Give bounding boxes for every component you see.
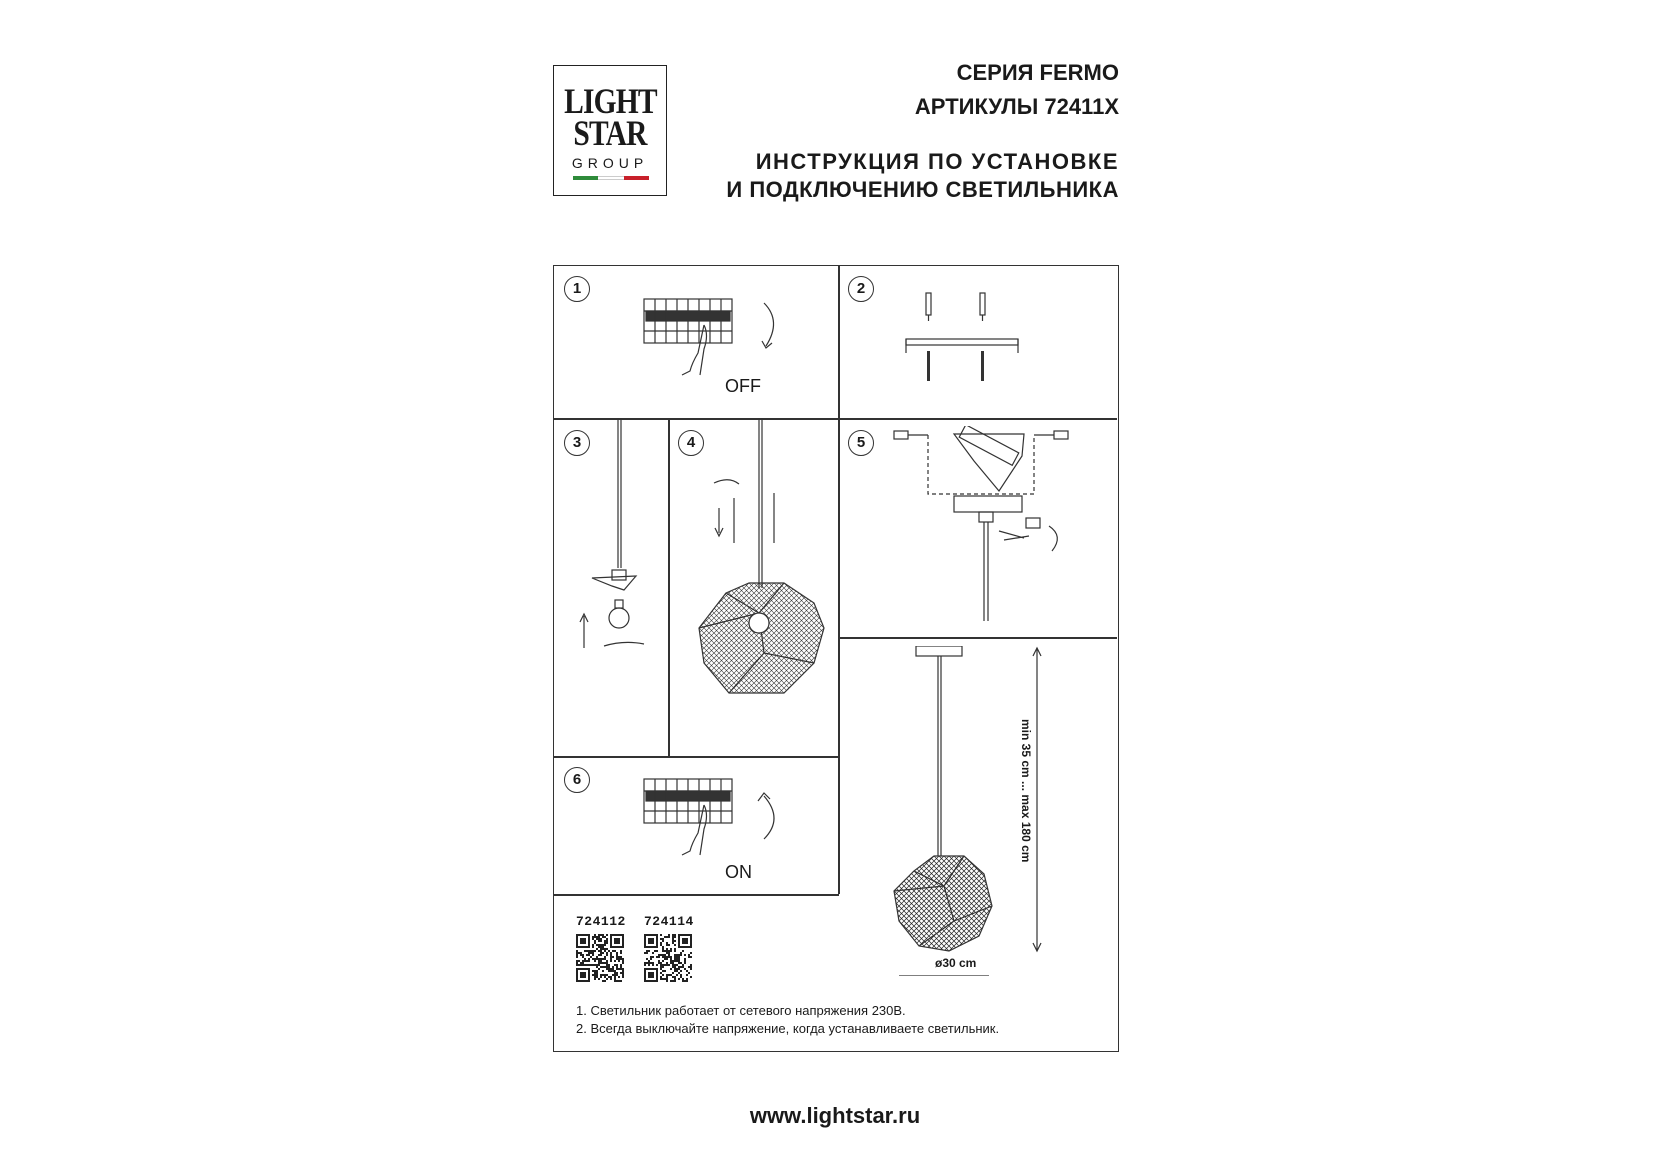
breaker-off-illustration (643, 298, 775, 376)
bulb-install-illustration (579, 418, 645, 648)
divider-row3-left (554, 894, 839, 896)
articles-title: АРТИКУЛЫ 72411X (914, 94, 1119, 119)
instruction-title-line2: И ПОДКЛЮЧЕНИЮ СВЕТИЛЬНИКА (726, 177, 1119, 202)
step-number-3: 3 (564, 430, 590, 456)
logo-line-light: LIGHT (564, 81, 658, 121)
off-label: OFF (725, 376, 761, 396)
divider-step3-4 (668, 418, 670, 756)
diameter-dimension-label: ø30 cm (935, 956, 977, 970)
step-number-5: 5 (848, 430, 874, 456)
brand-logo: LIGHT STAR GROUP (553, 65, 667, 196)
flag-white (598, 176, 624, 180)
divider-row2-right (838, 637, 1117, 639)
breaker-on-illustration (643, 778, 775, 856)
on-label: ON (725, 862, 752, 882)
step-number-4: 4 (678, 430, 704, 456)
series-title: СЕРИЯ FERMO (956, 60, 1119, 85)
step-number-2: 2 (848, 276, 874, 302)
fixture-dimensions-illustration (893, 646, 993, 976)
step-number-1: 1 (564, 276, 590, 302)
shade-install-illustration (698, 418, 825, 694)
article-code: 724114 (644, 914, 694, 929)
note-line: 2. Всегда выключайте напряжение, когда у… (576, 1021, 1000, 1036)
flag-green (573, 176, 599, 180)
note-line: 1. Светильник работает от сетевого напря… (576, 1003, 906, 1018)
divider-vertical-main (838, 266, 840, 894)
step-number-6: 6 (564, 767, 590, 793)
logo-line-star: STAR (573, 113, 647, 153)
height-dimension-line (1032, 646, 1042, 953)
flag-red (623, 176, 649, 180)
website-link[interactable]: www.lightstar.ru (749, 1103, 921, 1128)
logo-line-group: GROUP (571, 155, 649, 171)
article-code: 724112 (576, 914, 626, 929)
instruction-title-line1: ИНСТРУКЦИЯ ПО УСТАНОВКЕ (755, 149, 1119, 174)
qr-code-icon (576, 934, 624, 982)
divider-row1 (554, 418, 1117, 420)
italian-flag-stripe (573, 176, 649, 180)
mounting-bracket-illustration (905, 292, 1019, 381)
ceiling-wiring-illustration (893, 426, 1069, 621)
qr-code-icon (644, 934, 692, 982)
instruction-panel: 1 2 3 4 5 6 OFF (553, 265, 1119, 1052)
divider-row2-left (554, 756, 839, 758)
height-dimension-label: min 35 cm ... max 180 cm (1019, 719, 1033, 863)
